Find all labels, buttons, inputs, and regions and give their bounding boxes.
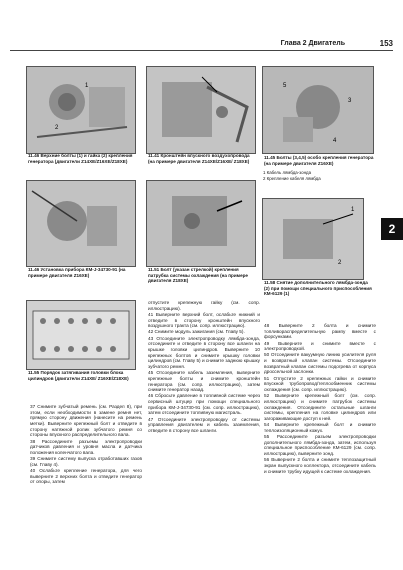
figure-caption: 11.46 Установка прибора КМ-J-34730-91 (н… (28, 267, 126, 278)
svg-text:1: 1 (351, 207, 355, 213)
paragraph: 47 Отсоедините электропроводку от систем… (148, 416, 260, 433)
legend-item: 1 Кабель лямбда-зонда (263, 170, 312, 175)
text-column-right: 48 Выверните 2 болта и снимите топливора… (264, 323, 376, 475)
figure-caption: 11.41 Кронштейн впускного воздухопровода… (148, 153, 250, 164)
svg-text:1: 1 (85, 83, 89, 89)
chapter-title: Глава 2 Двигатель (280, 40, 345, 47)
paragraph: 46 Сбросьте давление в топливной системе… (148, 393, 260, 416)
figure-legend: 1 Кабель лямбда-зонда 2 Крепление кабеля… (263, 170, 321, 181)
figure-caption: 11.51 Болт (указан стрелкой) крепления п… (148, 267, 248, 284)
paragraph: 56 Выверните 2 болта и снимите теплозащи… (264, 457, 376, 474)
paragraph: 43 Отсоедините электропроводку лямбда-зо… (148, 335, 260, 369)
paragraph: 48 Выверните 2 болта и снимите топливора… (264, 323, 376, 340)
svg-text:3: 3 (348, 98, 352, 104)
text-column-middle: отпустите крепежную гайку (см. сопр. илл… (148, 300, 260, 434)
page-header: Глава 2 Двигатель 153 (10, 39, 393, 51)
figure-diagram-11-55 (26, 300, 136, 370)
figure-caption: 11.55 Порядок затягивания головки блока … (28, 370, 129, 381)
figure-photo-11-46b (26, 180, 136, 267)
paragraph: 49 Выверните и снимите вместе с электроп… (264, 340, 376, 352)
paragraph: 39 Снимите систему выпуска отработавших … (30, 456, 142, 467)
text-column-left: 37 Снимите зубчатый ремень (см. Раздел 8… (30, 404, 142, 486)
paragraph: 51 Отпустите 2 крепежных гайки и снимите… (264, 375, 376, 392)
svg-text:2: 2 (55, 125, 59, 131)
figure-caption: 11.45 Болты (3,4,5) особо крепления гене… (264, 155, 374, 166)
paragraph: 52 Выверните крепежный болт (см. сопр. и… (264, 393, 376, 421)
paragraph: 50 Отсоедините вакуумную линию усилителя… (264, 352, 376, 375)
figure-photo-11-51 (146, 180, 256, 267)
svg-text:2: 2 (338, 260, 342, 266)
paragraph: 54 Выверните крепежный болт и снимите те… (264, 422, 376, 433)
paragraph: 42 Снимите модуль зажигания (см. Главу 5… (148, 329, 245, 335)
paragraph: 41 Выверните верхний болт, ослабьте нижн… (148, 311, 260, 329)
figure-photo-11-41 (146, 66, 256, 154)
figure-photo-11-45: 5 3 4 (262, 66, 374, 154)
paragraph: 45 Отсоедините кабель заземления, выверн… (148, 370, 260, 393)
paragraph: 37 Снимите зубчатый ремень (см. Раздел 8… (30, 404, 142, 438)
legend-item: 2 Крепление кабеля лямбда (263, 175, 321, 181)
paragraph: 40 Ослабьте крепление генератора, для че… (30, 468, 142, 485)
svg-text:4: 4 (333, 138, 337, 144)
chapter-tab: 2 (381, 218, 403, 240)
paragraph: отпустите крепежную гайку (см. сопр. илл… (148, 300, 260, 311)
figure-caption: 11.46 Верхние болты (1) и гайка (2) креп… (28, 153, 133, 164)
paragraph: 38 Рассоедините разъемы электропроводки … (30, 438, 142, 455)
svg-text:5: 5 (283, 83, 287, 89)
figure-caption: 11.58 Снятие дополнительного лямбда-зонд… (264, 280, 372, 297)
page-number: 153 (379, 39, 393, 48)
paragraph: 55 Рассоедините разъем электропроводки д… (264, 434, 376, 456)
